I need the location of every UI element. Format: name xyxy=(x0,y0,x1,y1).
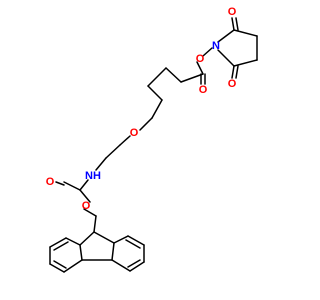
nhs-ester xyxy=(180,47,213,85)
ether-o: O xyxy=(130,127,139,139)
molecule-structure: O N O O O O NH O O xyxy=(46,6,258,273)
succinimide-ring xyxy=(217,17,258,79)
carbamate xyxy=(55,179,97,233)
succinimide-carbonyl-o-bottom: O xyxy=(228,78,237,90)
ester-bridge-o: O xyxy=(196,53,205,65)
ester-carbonyl-o: O xyxy=(199,84,208,96)
carbamate-nh: NH xyxy=(85,170,101,182)
atom-labels: O N O O O O NH O O xyxy=(46,6,237,212)
carbamate-carbonyl-o: O xyxy=(46,176,55,188)
structure-svg: O N O O O O NH O O xyxy=(46,6,258,273)
fluorenyl-group xyxy=(49,231,145,273)
succinimide-carbonyl-o-top: O xyxy=(228,6,237,18)
alkyl-chain xyxy=(139,67,182,131)
carbamate-link-o: O xyxy=(82,200,91,212)
ethylene-linker xyxy=(95,135,131,171)
succinimide-n: N xyxy=(212,40,220,52)
